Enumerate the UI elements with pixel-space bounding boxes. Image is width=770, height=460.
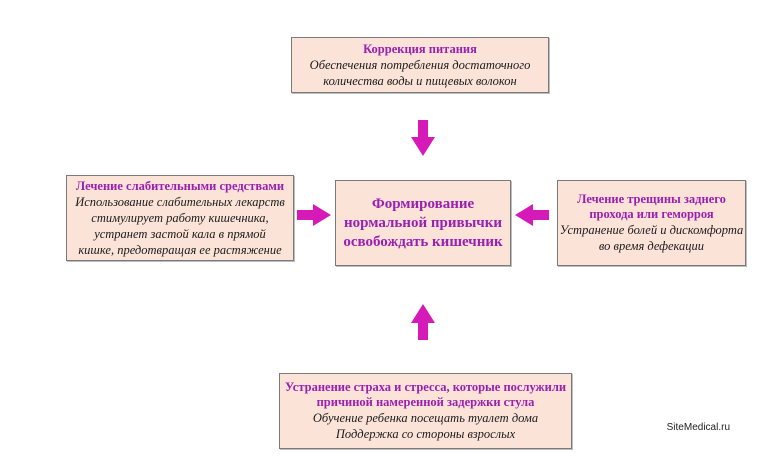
arrow-up-icon [411,304,435,340]
habit-box: Формирование нормальной привычки освобож… [335,180,511,266]
fissure-title-1: Лечение трещины заднего [577,192,726,206]
habit-line-2: нормальной привычки [343,214,503,231]
nutrition-line-2: количества воды и пищевых волокон [323,73,517,88]
stress-title-2: причиной намеренной задержки стула [316,395,535,409]
laxative-line-1: Использование слабительных лекарств [75,194,285,209]
laxative-box: Лечение слабительными средствами Использ… [66,175,294,261]
stress-line-2: Поддержка со стороны взрослых [335,427,516,441]
watermark: SiteMedical.ru [666,422,730,433]
stress-line-1: Обучение ребенка посещать туалет дома [312,411,539,425]
arrow-left-icon [515,204,549,226]
fissure-line-1: Устранение болей и дискомфорта [559,223,744,237]
fissure-title-2: прохода или геморроя [589,207,714,221]
laxative-line-4: кишке, предотвращая ее растяжение [78,242,282,257]
laxative-line-2: стимулирует работу кишечника, [91,210,269,225]
habit-line-1: Формирование [371,195,475,212]
fissure-line-2: во время дефекации [598,239,705,253]
nutrition-line-1: Обеспечения потребления достаточного [309,57,531,72]
arrow-right-icon [297,204,331,226]
laxative-title: Лечение слабительными средствами [75,178,285,193]
laxative-line-3: устранет застой кала в прямой [94,226,266,241]
stress-box: Устранение страха и стресса, которые пос… [279,373,572,449]
nutrition-box: Коррекция питания Обеспечения потреблени… [291,37,549,93]
fissure-box: Лечение трещины заднего прохода или гемо… [557,180,746,266]
stress-title-1: Устранение страха и стресса, которые пос… [284,380,567,394]
habit-line-3: освобождать кишечник [343,233,503,250]
nutrition-title: Коррекция питания [363,41,477,56]
arrow-down-icon [411,120,435,156]
